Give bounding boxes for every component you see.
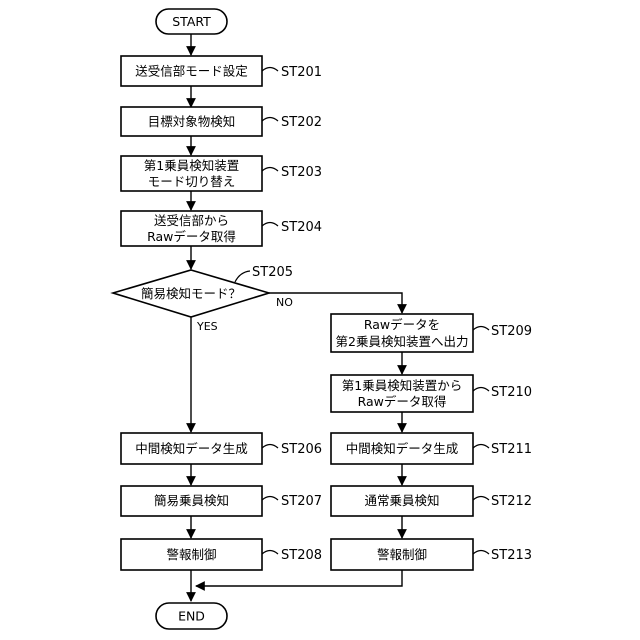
st203-label: ST203 (281, 165, 322, 180)
st201-leader (262, 68, 278, 72)
st212-leader (473, 497, 489, 501)
st206-label: ST206 (281, 442, 322, 457)
st207-text: 簡易乗員検知 (154, 493, 229, 508)
st204-text-line2: Rawデータ取得 (147, 229, 236, 244)
st205-leader (235, 271, 250, 282)
st203-leader (262, 168, 278, 172)
st213-leader (473, 551, 489, 555)
step-st207: 簡易乗員検知 ST207 (121, 486, 322, 516)
st210-text-line2: Rawデータ取得 (358, 394, 447, 409)
step-st210: 第1乗員検知装置から Rawデータ取得 ST210 (331, 375, 532, 412)
st202-leader (262, 118, 278, 122)
st212-text: 通常乗員検知 (364, 493, 439, 508)
st203-text-line1: 第1乗員検知装置 (144, 158, 239, 173)
st202-text: 目標対象物検知 (148, 114, 236, 129)
st201-text: 送受信部モード設定 (135, 64, 248, 79)
step-st209: Rawデータを 第2乗員検知装置へ出力 ST209 (331, 314, 532, 352)
st210-leader (473, 388, 489, 392)
st207-label: ST207 (281, 494, 322, 509)
st205-text: 簡易検知モード？ (141, 286, 241, 301)
st208-label: ST208 (281, 548, 322, 563)
start-terminal: START (156, 9, 227, 34)
st211-label: ST211 (491, 442, 532, 457)
st209-leader (473, 327, 489, 331)
st201-label: ST201 (281, 65, 322, 80)
st209-text-line1: Rawデータを (364, 317, 440, 332)
st208-text: 警報制御 (166, 547, 216, 562)
st207-leader (262, 497, 278, 501)
step-st206: 中間検知データ生成 ST206 (121, 433, 322, 464)
st211-leader (473, 445, 489, 449)
step-st202: 目標対象物検知 ST202 (121, 107, 322, 136)
st209-label: ST209 (491, 324, 532, 339)
end-terminal: END (156, 603, 227, 629)
st210-text-line1: 第1乗員検知装置から (342, 378, 462, 393)
step-st212: 通常乗員検知 ST212 (331, 486, 532, 516)
no-label: NO (276, 296, 293, 309)
st209-text-line2: 第2乗員検知装置へ出力 (336, 334, 469, 349)
decision-st205: 簡易検知モード？ ST205 NO YES (113, 265, 293, 333)
step-st213: 警報制御 ST213 (331, 539, 532, 570)
st206-leader (262, 445, 278, 449)
st212-label: ST212 (491, 494, 532, 509)
st210-label: ST210 (491, 385, 532, 400)
st213-label: ST213 (491, 548, 532, 563)
step-st201: 送受信部モード設定 ST201 (121, 56, 322, 86)
st205-label: ST205 (252, 265, 293, 280)
st203-text-line2: モード切り替え (148, 174, 236, 189)
st204-text-line1: 送受信部から (154, 213, 229, 228)
step-st204: 送受信部から Rawデータ取得 ST204 (121, 211, 322, 246)
start-label: START (172, 14, 211, 29)
st204-label: ST204 (281, 220, 322, 235)
st213-text: 警報制御 (377, 547, 427, 562)
st208-leader (262, 551, 278, 555)
yes-label: YES (196, 320, 218, 333)
st206-text: 中間検知データ生成 (135, 441, 248, 456)
st204-leader (262, 223, 278, 227)
step-st208: 警報制御 ST208 (121, 539, 322, 570)
st202-label: ST202 (281, 115, 322, 130)
st211-text: 中間検知データ生成 (346, 441, 459, 456)
step-st211: 中間検知データ生成 ST211 (331, 433, 532, 464)
end-label: END (178, 609, 205, 624)
step-st203: 第1乗員検知装置 モード切り替え ST203 (121, 156, 322, 191)
arrow-st213-merge (196, 570, 402, 586)
